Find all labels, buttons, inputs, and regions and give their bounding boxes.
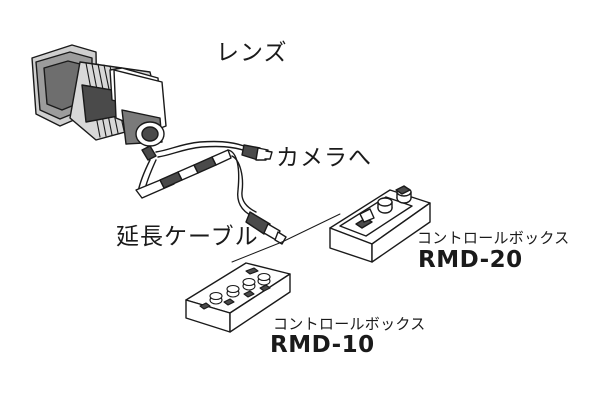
model-label-rmd-10: RMD-10 [270,332,375,358]
lens-label: レンズ [216,40,288,66]
cable-to-camera [155,140,273,161]
control-box-label-lower: コントロールボックス [273,315,426,333]
control-box-label-upper: コントロールボックス [417,229,570,247]
extension-cable [227,149,287,245]
model-label-rmd-20: RMD-20 [418,247,523,273]
control-box-rmd-10 [185,262,291,333]
to-camera-label: カメラへ [276,145,372,171]
cable-lens-to-extension [135,149,232,199]
lens-illustration [31,44,167,161]
extension-cable-label: 延長ケーブル [116,224,259,250]
control-box-rmd-20 [329,185,431,263]
connection-lines [231,213,341,263]
